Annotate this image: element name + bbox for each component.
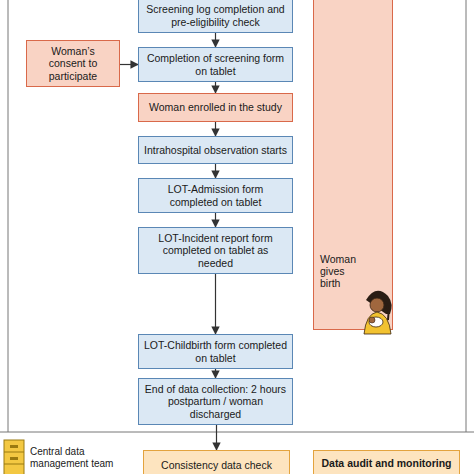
node-text: Completion of screening form on tablet xyxy=(144,52,287,76)
node-text: Woman enrolled in the study xyxy=(149,101,282,113)
flow-arrow xyxy=(215,82,216,93)
node-text: End of data collection: 2 hours postpart… xyxy=(144,383,287,419)
woman-figure xyxy=(364,291,392,334)
database-icon xyxy=(4,440,24,474)
frame-line xyxy=(8,0,9,432)
event-box: Woman enrolled in the study xyxy=(138,93,293,122)
process-box: LOT-Childbirth form completed on tablet xyxy=(138,334,293,369)
node-text: LOT-Admission form completed on tablet xyxy=(144,183,287,207)
flow-arrow xyxy=(216,425,217,450)
timeline-band: Woman gives birth xyxy=(313,0,393,330)
process-box: Intrahospital observation starts xyxy=(138,136,293,164)
node-text: LOT-Incident report form completed on ta… xyxy=(144,232,287,268)
flow-arrow xyxy=(215,122,216,136)
node-text: Consistency data check xyxy=(161,459,272,471)
flow-arrow xyxy=(215,33,216,47)
flow-arrow xyxy=(215,369,216,378)
flow-arrow xyxy=(215,274,216,334)
team-label: Central data management team xyxy=(30,446,120,470)
process-box: LOT-Incident report form completed on ta… xyxy=(138,227,293,274)
event-box: Woman’s consent to participate xyxy=(26,40,120,87)
flow-arrow xyxy=(215,213,216,227)
data-check-box: Consistency data check xyxy=(143,450,290,474)
process-box: End of data collection: 2 hours postpart… xyxy=(138,378,293,425)
flow-arrow xyxy=(215,164,216,178)
frame-line xyxy=(466,0,467,432)
flow-arrow xyxy=(120,64,138,65)
node-text: Data audit and monitoring xyxy=(321,457,451,469)
audit-box: Data audit and monitoring xyxy=(313,450,460,474)
node-text: Intrahospital observation starts xyxy=(144,144,287,156)
process-box: LOT-Admission form completed on tablet xyxy=(138,178,293,213)
node-text: LOT-Childbirth form completed on tablet xyxy=(144,339,287,363)
node-text: Screening log completion and pre-eligibi… xyxy=(144,3,287,27)
process-box: Completion of screening form on tablet xyxy=(138,47,293,82)
divider-line xyxy=(0,432,474,433)
node-text: Woman’s consent to participate xyxy=(32,45,114,81)
node-text: Woman gives birth xyxy=(320,253,362,289)
process-box: Screening log completion and pre-eligibi… xyxy=(138,0,293,33)
